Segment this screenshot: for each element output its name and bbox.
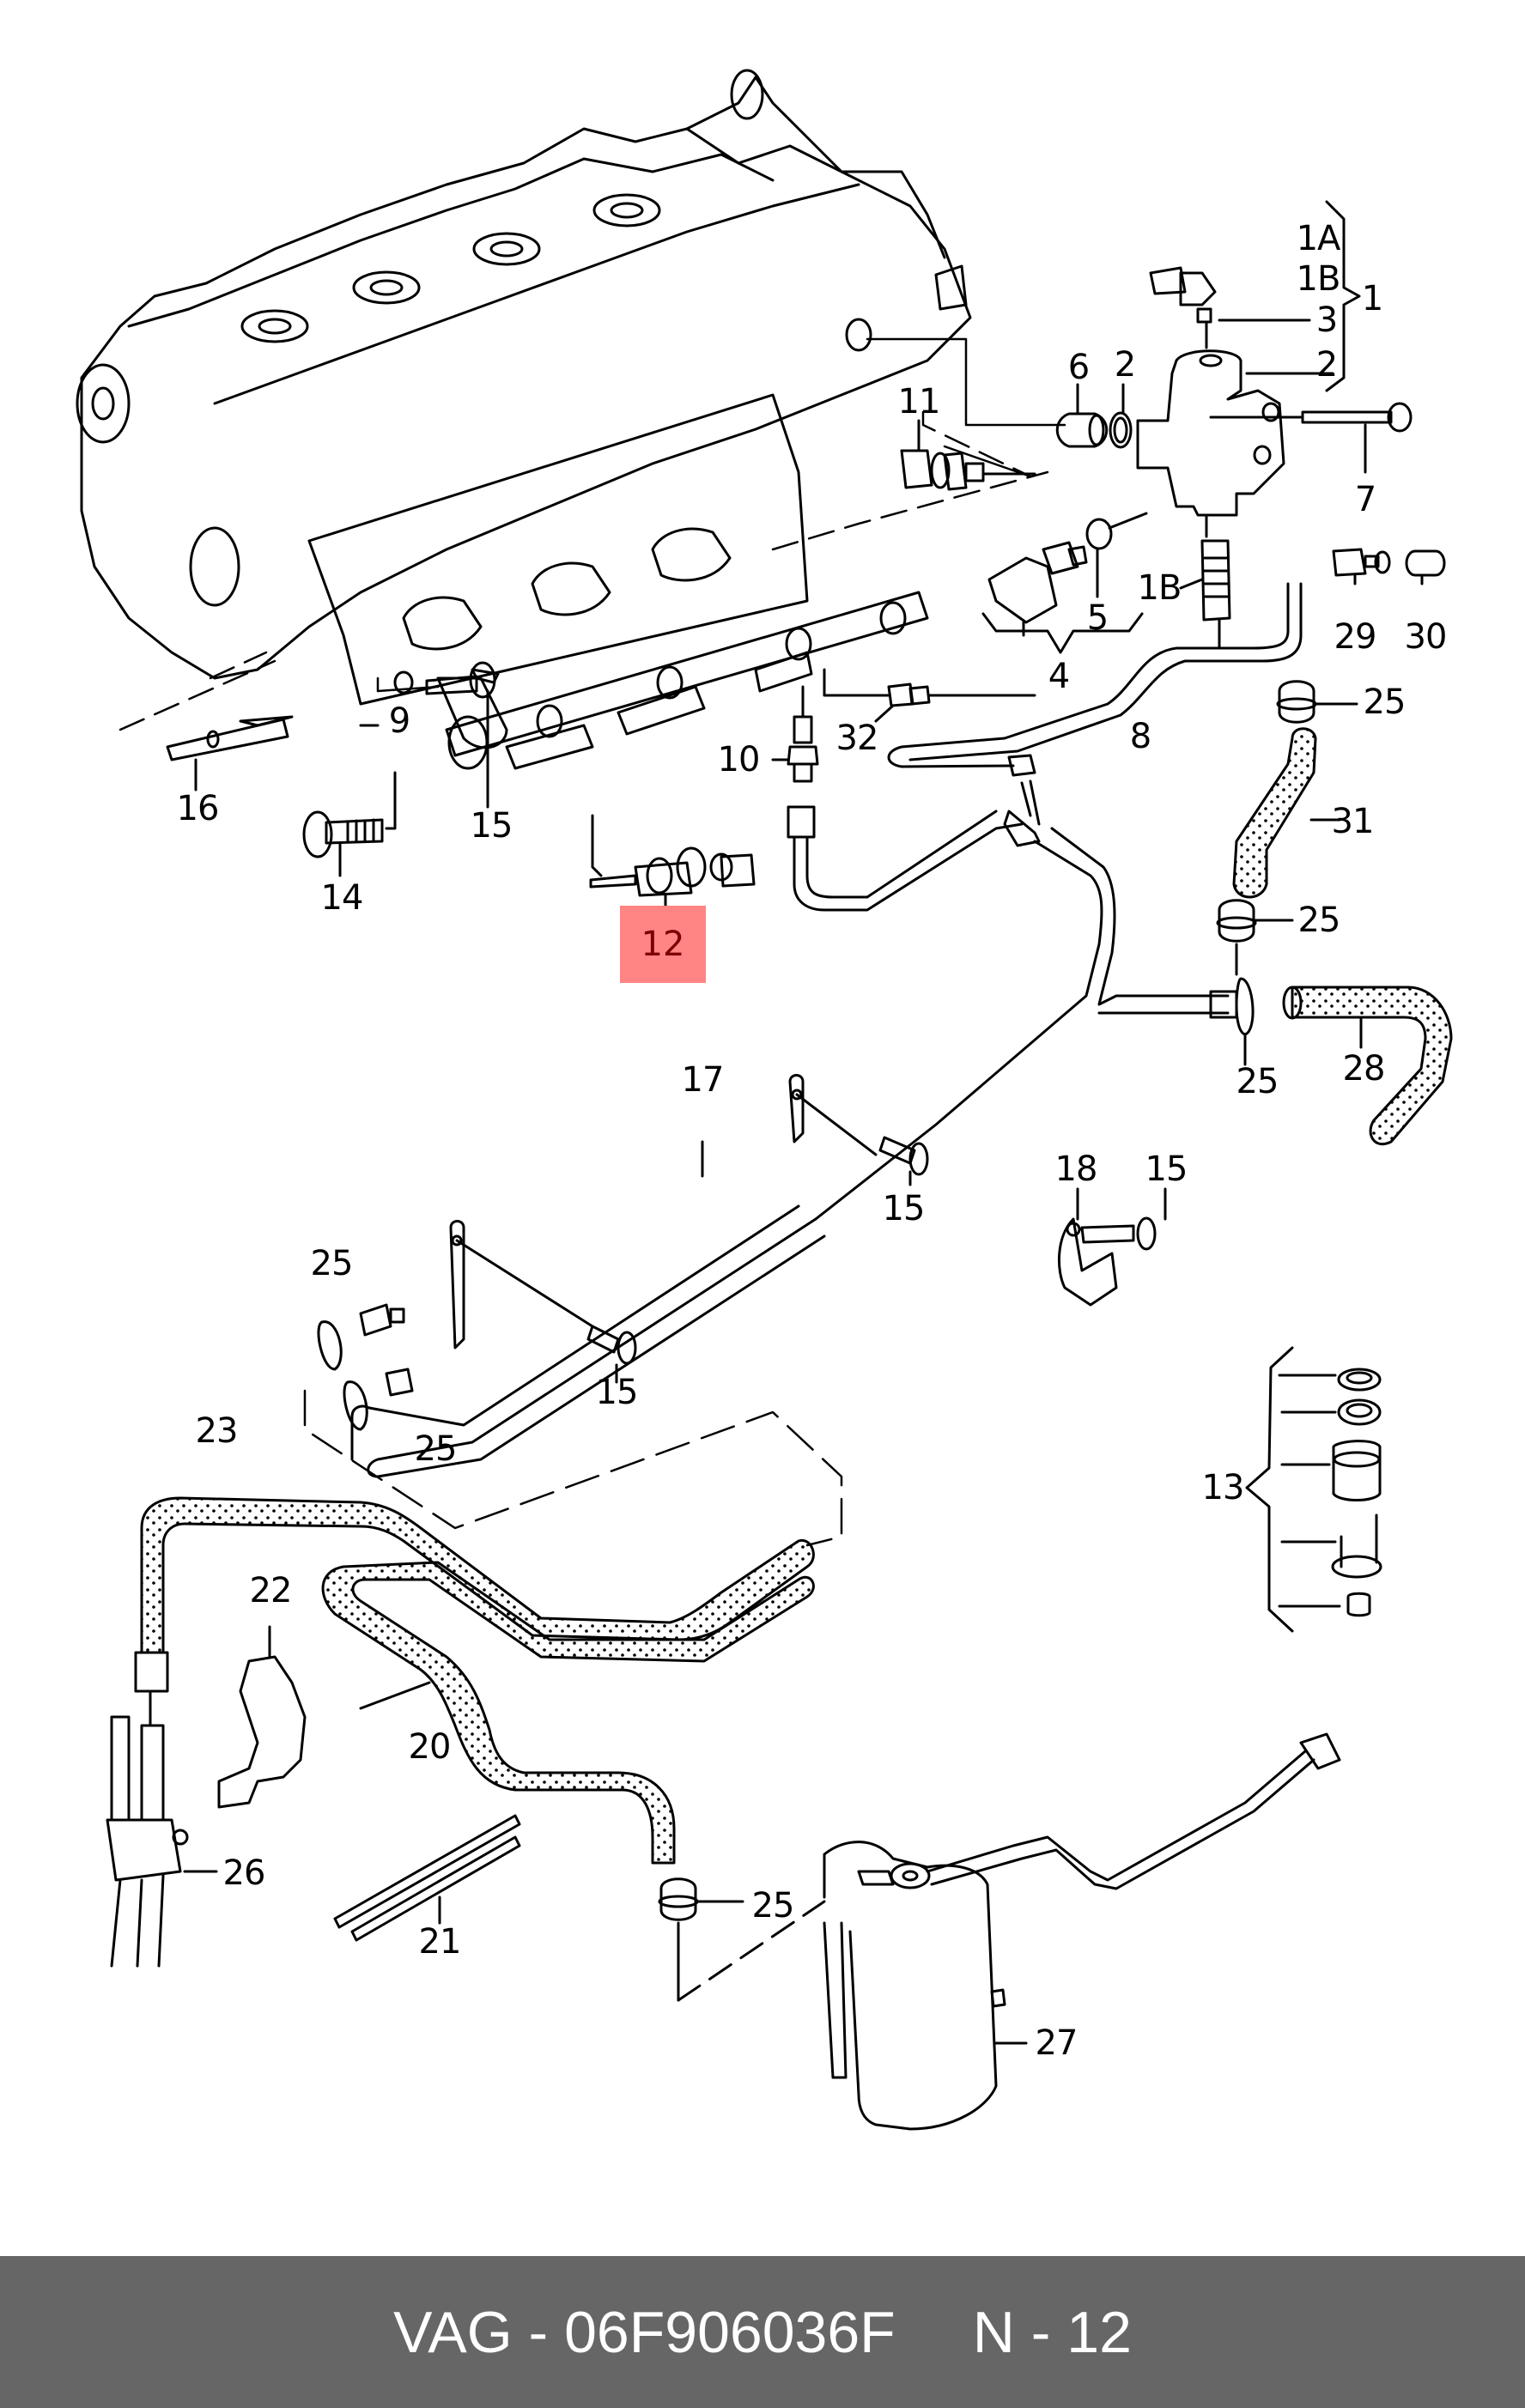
part-26-connector [106, 1651, 218, 1968]
callout-10: 10 [717, 740, 761, 779]
cylinder-head [76, 69, 972, 706]
parts-29-30 [1332, 548, 1446, 585]
fuel-rail [436, 591, 929, 770]
callout-30: 30 [1404, 617, 1448, 657]
part-13-seal-kit [1245, 1346, 1382, 1633]
part-18-clamp [1057, 1187, 1118, 1307]
part-number-banner: VAG - 06F906036F N - 12 [0, 2256, 1525, 2408]
spacer [1015, 2299, 1031, 2366]
part-32-fitting [823, 668, 1036, 723]
callout-26: 26 [222, 1853, 266, 1893]
callout-32: 32 [835, 719, 879, 758]
part-number: 06F906036F [564, 2299, 896, 2365]
part-20-hose [321, 1561, 815, 1865]
callout-11: 11 [897, 382, 941, 422]
callout-27: 27 [1035, 2023, 1078, 2063]
separator [513, 2299, 529, 2366]
part-21-cable-tie [333, 1814, 521, 1942]
bolts-15 [586, 1136, 1167, 1384]
callout-25: 25 [751, 1886, 795, 1926]
callout-15: 15 [1145, 1149, 1188, 1189]
callout-18: 18 [1054, 1149, 1098, 1189]
part-31-hose [1232, 727, 1317, 899]
separator-dash: - [1030, 2299, 1051, 2365]
spacer [1050, 2299, 1066, 2366]
callout-23: 23 [195, 1411, 239, 1451]
callout-1: 1 [1361, 279, 1383, 318]
part-16 [166, 715, 294, 792]
part-23-hose [140, 1496, 815, 1654]
callout-14: 14 [320, 878, 364, 918]
callout-20: 20 [408, 1727, 452, 1767]
callout-21: 21 [418, 1922, 462, 1962]
separator-dash: - [528, 2299, 549, 2365]
position-label: N [972, 2299, 1015, 2365]
callout-15: 15 [882, 1189, 926, 1228]
callout-25: 25 [1363, 682, 1407, 722]
callout-15: 15 [595, 1373, 639, 1412]
parts-6-2-rings [1055, 383, 1133, 449]
callout-6: 6 [1067, 348, 1090, 387]
callout-25: 25 [310, 1244, 354, 1283]
hose-outline-box [303, 1389, 843, 1547]
callout-12-highlighted[interactable]: 12 [620, 906, 706, 983]
part-14-bolt [302, 771, 397, 877]
callout-29: 29 [1334, 617, 1377, 657]
callout-2: 2 [1315, 345, 1338, 385]
callout-8: 8 [1129, 717, 1151, 756]
callout-17: 17 [681, 1060, 725, 1100]
callout-7: 7 [1354, 480, 1376, 519]
callout-16: 16 [176, 789, 220, 828]
callout-4: 4 [1048, 657, 1070, 696]
hose-clamps [317, 680, 1358, 2002]
part-17-fuel-line [350, 1074, 878, 1478]
callout-2: 2 [1114, 345, 1136, 385]
callout-13: 13 [1201, 1468, 1245, 1507]
part-1-fuel-pump [1136, 200, 1413, 650]
leader-lines [118, 337, 1066, 731]
position-number: 12 [1066, 2299, 1132, 2365]
spacer [548, 2299, 564, 2366]
part-27-evap-canister [823, 1732, 1341, 2131]
callout-5: 5 [1086, 598, 1109, 638]
callout-28: 28 [1342, 1049, 1386, 1089]
parts-diagram: 1A 1B 1 3 2 6 2 7 11 1B 5 4 29 30 25 8 3… [76, 69, 1453, 2131]
callout-25: 25 [1236, 1062, 1279, 1101]
callout-1A: 1A [1296, 219, 1341, 258]
callout-25: 25 [1297, 901, 1341, 940]
part-28-hose [1291, 986, 1453, 1145]
part-8-fuel-line [887, 582, 1303, 777]
part-4-pressure-sensor [981, 512, 1148, 654]
callout-3: 3 [1315, 300, 1338, 340]
fuel-line-tee [787, 779, 1238, 1221]
callout-31: 31 [1331, 802, 1375, 841]
part-15-bolt-a [359, 661, 496, 809]
part-11-sensor [900, 419, 1036, 491]
part-10-fitting [771, 685, 819, 783]
callout-25: 25 [414, 1429, 458, 1469]
brand-label: VAG [393, 2299, 513, 2365]
callout-9: 9 [388, 701, 410, 741]
part-22-clip [217, 1625, 307, 1809]
callout-15: 15 [470, 806, 513, 846]
callout-1B: 1B [1296, 259, 1341, 299]
callout-1B: 1B [1137, 568, 1182, 608]
callout-22: 22 [249, 1571, 293, 1610]
